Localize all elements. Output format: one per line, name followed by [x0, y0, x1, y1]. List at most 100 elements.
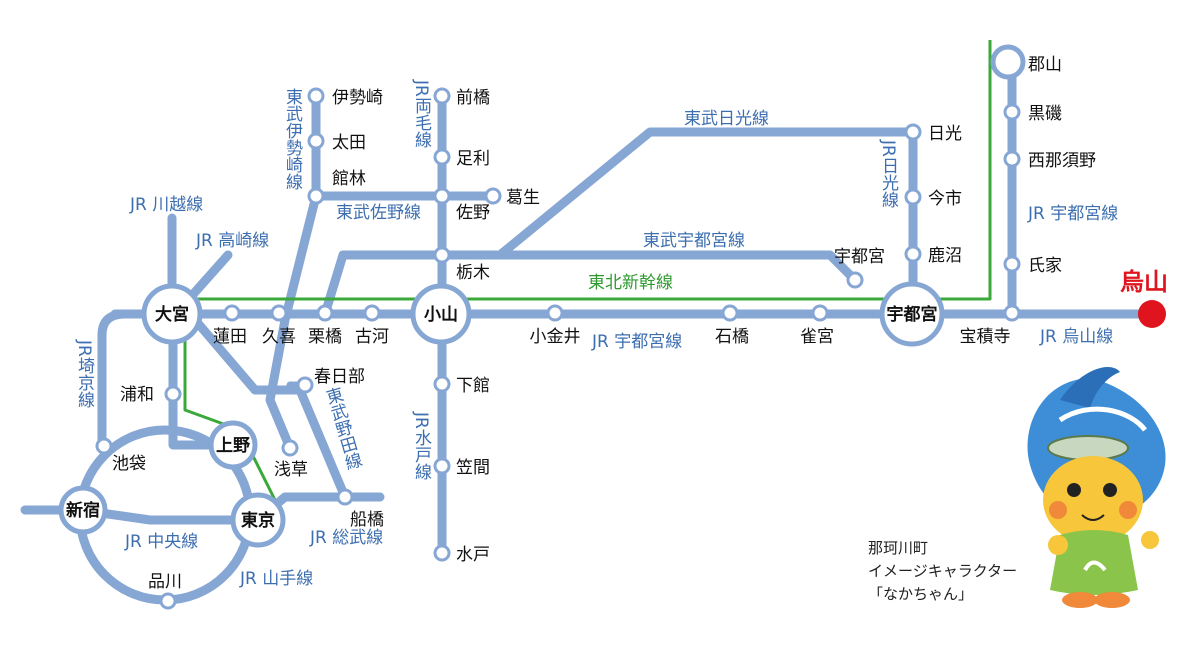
label-ashikaga: 足利: [456, 149, 490, 169]
label-tochigi: 栃木: [456, 263, 490, 283]
hub-stations: [58, 44, 1026, 548]
station-mito[interactable]: [433, 544, 451, 562]
character-hand: [1048, 535, 1068, 555]
station-shimodate[interactable]: [433, 375, 451, 393]
character-face: [1043, 456, 1143, 544]
label-hoshakuji: 宝積寺: [960, 327, 1011, 347]
label-suzumenomiya: 雀宮: [800, 327, 834, 347]
station-maebashi[interactable]: [433, 87, 451, 105]
destination-marker[interactable]: [1138, 300, 1166, 328]
label-tobu-utsunomiya: 宇都宮: [834, 247, 885, 267]
station-asakusa[interactable]: [281, 439, 299, 457]
station-kasama[interactable]: [433, 457, 451, 475]
label-kurihashi: 栗橋: [308, 327, 342, 347]
character-name: 「なかちゃん」: [868, 585, 973, 603]
hub-ueno[interactable]: [208, 420, 258, 470]
line-label-jr-ryomo: JR両毛線: [411, 79, 432, 148]
character-wave: [1058, 406, 1147, 432]
station-kuroiso[interactable]: [1003, 103, 1021, 121]
hub-omiya-label: 大宮: [155, 304, 189, 325]
label-ikebukuro: 池袋: [112, 454, 146, 474]
station-shinagawa[interactable]: [159, 592, 177, 610]
label-maebashi: 前橋: [456, 88, 490, 108]
station-nikko[interactable]: [904, 123, 922, 141]
station-ikebukuro[interactable]: [95, 437, 113, 455]
label-koganei: 小金井: [530, 327, 581, 347]
station-hasuda[interactable]: [223, 304, 241, 322]
hub-shinjuku[interactable]: [58, 485, 108, 535]
line-label-tobu-utsunomiya: 東武宇都宮線: [643, 231, 745, 251]
station-ashikaga[interactable]: [433, 148, 451, 166]
character-foot-left: [1062, 592, 1098, 608]
tobu-nikko-line: [495, 127, 920, 260]
tobu-nikko-south-line: [320, 250, 445, 319]
saikyo-line: [97, 309, 180, 450]
station-koganei[interactable]: [546, 304, 564, 322]
label-urawa: 浦和: [120, 385, 154, 405]
label-nikko: 日光: [928, 124, 962, 144]
character-cheek-right: [1119, 501, 1137, 519]
station-kurihashi[interactable]: [316, 304, 334, 322]
line-label-jr-chuo: JR 中央線: [124, 532, 198, 552]
station-hoshakuji[interactable]: [1003, 304, 1021, 322]
label-isesaki: 伊勢崎: [332, 88, 383, 108]
hub-tokyo[interactable]: [230, 492, 286, 548]
label-kuki: 久喜: [262, 327, 296, 347]
destination-label: 烏山: [1120, 268, 1168, 296]
station-kasukabe[interactable]: [296, 376, 314, 394]
line-label-jr-yamanote: JR 山手線: [239, 569, 313, 589]
label-sano: 佐野: [456, 203, 490, 223]
station-markers: [95, 87, 1021, 610]
station-imaichi[interactable]: [904, 188, 922, 206]
label-shinagawa: 品川: [148, 572, 182, 592]
station-ota[interactable]: [307, 132, 325, 150]
tobu-isesaki-line: [265, 91, 321, 453]
hub-koriyama-label: 郡山: [1028, 55, 1062, 75]
line-label-tobu-nikko: 東武日光線: [684, 109, 769, 129]
line-label-tobu-isesaki: 東武伊勢崎線: [282, 88, 303, 190]
tobu-utsunomiya-line: [437, 250, 860, 285]
character-hand-right: [1141, 531, 1159, 549]
station-kuki[interactable]: [270, 304, 288, 322]
character-caption: イメージキャラクター: [868, 562, 1017, 580]
hub-utsunomiya[interactable]: [879, 281, 945, 347]
label-asakusa: 浅草: [274, 460, 308, 480]
label-mito: 水戸: [456, 545, 490, 565]
hub-oyama-label: 小山: [424, 305, 458, 325]
line-label-jr-sobu: JR 総武線: [309, 528, 383, 548]
station-kanuma[interactable]: [904, 245, 922, 263]
label-tatebayashi: 館林: [332, 169, 366, 189]
hub-shinjuku-label: 新宿: [66, 500, 100, 521]
station-funabashi[interactable]: [336, 488, 354, 506]
character-logo-icon: [1083, 560, 1107, 572]
tobu-noda-line: [185, 309, 350, 502]
line-label-jr-takasaki: JR 高崎線: [195, 231, 269, 251]
hub-tokyo-label: 東京: [241, 510, 275, 531]
station-koga[interactable]: [363, 304, 381, 322]
character-town: 那珂川町: [868, 539, 928, 557]
station-urawa[interactable]: [164, 385, 182, 403]
hub-utsunomiya-label: 宇都宮: [887, 304, 938, 325]
station-kuzu[interactable]: [484, 187, 502, 205]
label-kuroiso: 黒磯: [1028, 104, 1062, 124]
station-isesaki[interactable]: [307, 87, 325, 105]
label-kuzu: 葛生: [506, 188, 540, 208]
hub-omiya[interactable]: [141, 283, 203, 345]
label-kasama: 笠間: [456, 458, 490, 478]
station-tobu-utsunomiya[interactable]: [846, 271, 864, 289]
station-ishibashi[interactable]: [721, 304, 739, 322]
station-ujiie[interactable]: [1003, 255, 1021, 273]
station-nishinasuno[interactable]: [1003, 150, 1021, 168]
station-sano[interactable]: [433, 187, 451, 205]
station-tatebayashi[interactable]: [307, 187, 325, 205]
station-suzumenomiya[interactable]: [811, 304, 829, 322]
character-cheek-left: [1049, 501, 1067, 519]
shinkansen-south: [183, 320, 277, 501]
hub-koriyama[interactable]: [990, 44, 1026, 80]
hub-oyama[interactable]: [410, 283, 472, 345]
character-mouth: [1081, 514, 1105, 521]
line-label-tohoku-shinkansen: 東北新幹線: [588, 272, 673, 293]
label-ujiie: 氏家: [1028, 256, 1062, 276]
station-tochigi[interactable]: [433, 246, 451, 264]
